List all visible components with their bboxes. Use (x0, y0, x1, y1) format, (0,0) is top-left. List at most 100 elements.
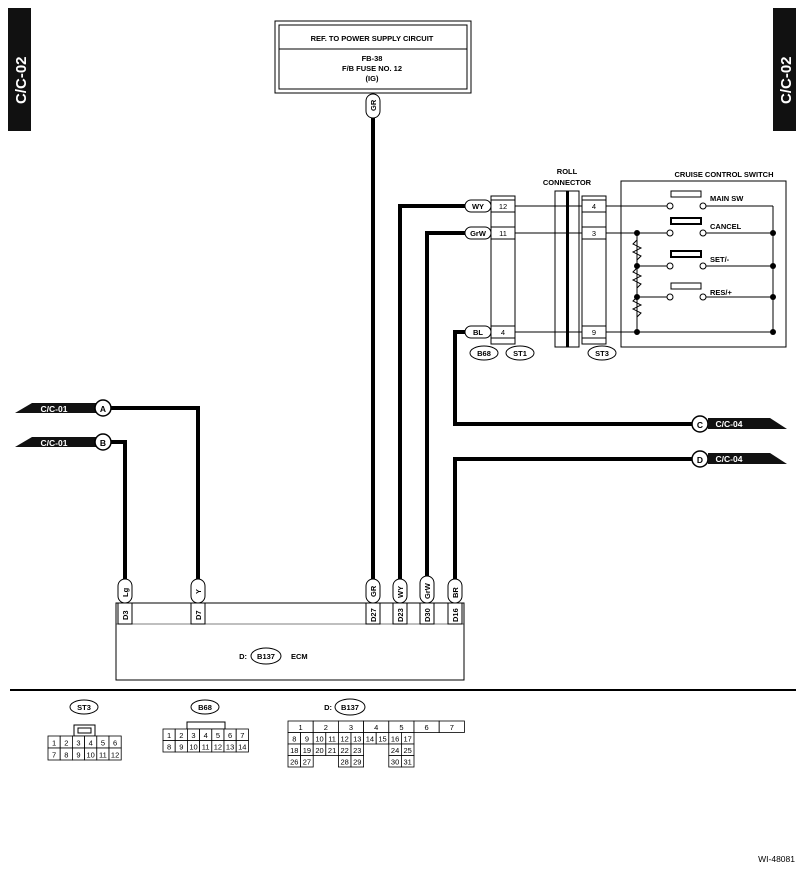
res-label: RES/+ (710, 288, 733, 297)
svg-text:D30: D30 (423, 608, 432, 622)
b137-pin-label: 18 (290, 746, 298, 755)
svg-text:GR: GR (369, 585, 378, 597)
b137-pin (300, 755, 314, 768)
svg-text:WY: WY (472, 202, 484, 211)
b137-pin-label: 4 (374, 723, 378, 732)
b68-pin-label: 9 (179, 743, 183, 752)
b137-pin-label: 6 (425, 723, 429, 732)
st3-pin-label: 6 (113, 739, 117, 748)
b137-pin-label: 30 (391, 758, 399, 767)
wire-label-bl: BL (464, 325, 492, 339)
ref-d: D C/C-04 (691, 450, 787, 468)
b68-pin-label: 14 (238, 743, 246, 752)
wire-label-gr-top: GR (365, 93, 381, 119)
svg-text:ST1: ST1 (513, 349, 527, 358)
b68-id: B68 (469, 345, 499, 361)
power-supply-box: REF. TO POWER SUPPLY CIRCUIT FB-38 F/B F… (274, 20, 472, 94)
b137-pin-label: 10 (315, 735, 323, 744)
st3-pin-label: 1 (52, 739, 56, 748)
ecm-terminal-d27: D27 (365, 602, 381, 625)
wire-label-grw: GrW (464, 226, 492, 240)
b68-pin-wy: 12 (499, 202, 507, 211)
ref-a-page: C/C-01 (41, 404, 68, 414)
b137-pin-label: 2 (324, 723, 328, 732)
b137-pin-label: 20 (315, 746, 323, 755)
svg-text:D:: D: (324, 703, 332, 712)
ref-c-letter: C (697, 420, 703, 430)
b68-pin-grw: 11 (499, 229, 507, 238)
svg-text:Lg: Lg (121, 587, 130, 597)
b137-pin-label: 9 (305, 735, 309, 744)
st3-pin-label: 3 (76, 739, 80, 748)
set-contact: SET/- (666, 250, 730, 270)
b68-connector: 12 11 4 (490, 195, 516, 345)
b137-pin (400, 755, 415, 768)
svg-text:Y: Y (194, 589, 203, 594)
ref-a: C/C-01 A (15, 399, 112, 417)
b68-pin-label: 4 (204, 731, 208, 740)
b137-pin-label: 23 (353, 746, 361, 755)
b137-pin-label: 8 (292, 735, 296, 744)
st3-pin-label: 8 (64, 751, 68, 760)
roll-connector-label-2: CONNECTOR (543, 178, 592, 187)
wire-label-grw-ecm: GrW (419, 575, 435, 604)
roll-connector-wires (515, 205, 582, 333)
right-page-tab-label: C/C-02 (778, 56, 795, 104)
b137-pin-label: 13 (353, 735, 361, 744)
roll-connector-label-1: ROLL (557, 167, 578, 176)
b68-pin-label: 10 (189, 743, 197, 752)
ref-d-letter: D (697, 455, 703, 465)
ref-c: C C/C-04 (691, 415, 787, 433)
b137-pin-label: 25 (404, 746, 412, 755)
svg-text:D23: D23 (396, 608, 405, 622)
cancel-label: CANCEL (710, 222, 742, 231)
b68-pin-label: 13 (226, 743, 234, 752)
st3-pin-label: 9 (76, 751, 80, 760)
figure-id: WI-48081 (758, 854, 795, 864)
b68-pin (235, 740, 249, 753)
svg-text:GR: GR (369, 99, 378, 111)
b137-pin-label: 15 (378, 735, 386, 744)
svg-text:D7: D7 (194, 610, 203, 620)
svg-text:BR: BR (451, 587, 460, 598)
right-page-tab: C/C-02 (773, 8, 796, 131)
b68-pin-label: 8 (167, 743, 171, 752)
ecm-label: ECM (291, 652, 308, 661)
b137-pin-label: 24 (391, 746, 399, 755)
ecm-connector-id: B137 (257, 652, 275, 661)
b137-pin-label: 12 (341, 735, 349, 744)
cruise-control-switch: CRUISE CONTROL SWITCH MAIN SW (606, 170, 787, 348)
b68-pin-label: 3 (191, 731, 195, 740)
power-box-title: REF. TO POWER SUPPLY CIRCUIT (311, 34, 434, 43)
switch-title: CRUISE CONTROL SWITCH (674, 170, 773, 179)
b137-pin-label: 5 (399, 723, 403, 732)
ecm-terminal-d7: D7 (190, 602, 206, 625)
svg-text:GrW: GrW (423, 582, 432, 599)
svg-text:ST3: ST3 (77, 703, 91, 712)
b137-pin-label: 19 (303, 746, 311, 755)
svg-text:B68: B68 (198, 703, 212, 712)
wire-label-lg: Lg (117, 578, 133, 604)
b68-pin-label: 2 (179, 731, 183, 740)
ref-b: C/C-01 B (15, 433, 112, 451)
b68-pin-label: 12 (214, 743, 222, 752)
ecm-terminal-d23: D23 (392, 602, 408, 625)
ref-a-letter: A (100, 404, 106, 414)
power-box-fuse: F/B FUSE NO. 12 (342, 64, 402, 73)
b137-pin-label: 26 (290, 758, 298, 767)
wire-label-br: BR (447, 578, 463, 604)
wire-label-y: Y (190, 578, 206, 604)
st3-pin-grw: 3 (592, 229, 596, 238)
ecm: D3 D7 D27 D23 D30 D16 D: B137 ECM (115, 602, 465, 681)
wire-label-wy: WY (464, 199, 492, 213)
st3-pin (108, 747, 122, 761)
svg-text:WY: WY (396, 586, 405, 598)
st3-pin-label: 4 (89, 739, 93, 748)
b137-pin (350, 755, 365, 768)
wire-label-wy-ecm: WY (392, 578, 408, 604)
st3-pin-label: 11 (99, 751, 107, 760)
ecm-terminal-d30: D30 (419, 602, 435, 625)
